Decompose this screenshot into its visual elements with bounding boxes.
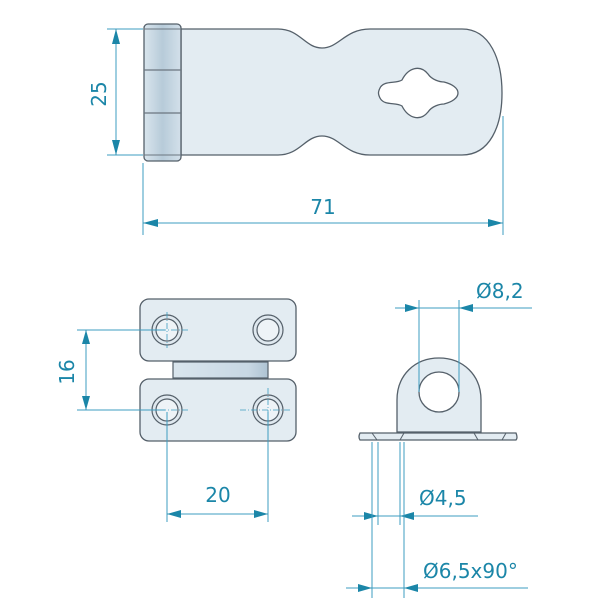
dimension-vertical-spacing-label: 16 bbox=[55, 359, 79, 384]
staple-side-view: Ø8,2 Ø4,5 Ø6,5x90° bbox=[346, 279, 532, 598]
hinge-knuckle bbox=[143, 23, 182, 162]
dimension-horizontal-spacing: 20 bbox=[166, 412, 269, 522]
screw-hole bbox=[252, 314, 284, 346]
hasp-top-view: 25 71 bbox=[87, 23, 504, 235]
dimension-countersink-label: Ø6,5x90° bbox=[423, 559, 518, 583]
screw-hole bbox=[151, 314, 183, 346]
dimension-length-label: 71 bbox=[310, 195, 335, 219]
dimension-length: 71 bbox=[142, 116, 504, 235]
staple-bar bbox=[172, 361, 269, 379]
dimension-countersink: Ø6,5x90° bbox=[346, 442, 528, 598]
keyhole-slot bbox=[377, 67, 459, 119]
base-flange bbox=[358, 432, 518, 441]
eye-hole bbox=[418, 371, 460, 413]
dimension-screw-hole-label: Ø4,5 bbox=[419, 486, 467, 510]
staple-plate-view: 16 20 bbox=[55, 298, 297, 522]
dimension-height-label: 25 bbox=[87, 81, 111, 106]
hasp-body bbox=[180, 28, 503, 156]
dimension-eye-diameter: Ø8,2 bbox=[395, 279, 532, 392]
dimension-horizontal-spacing-label: 20 bbox=[205, 483, 230, 507]
dimension-eye-diameter-label: Ø8,2 bbox=[476, 279, 524, 303]
dimension-screw-hole: Ø4,5 bbox=[352, 442, 478, 525]
dimension-height: 25 bbox=[87, 28, 143, 156]
dimension-vertical-spacing: 16 bbox=[55, 329, 165, 411]
